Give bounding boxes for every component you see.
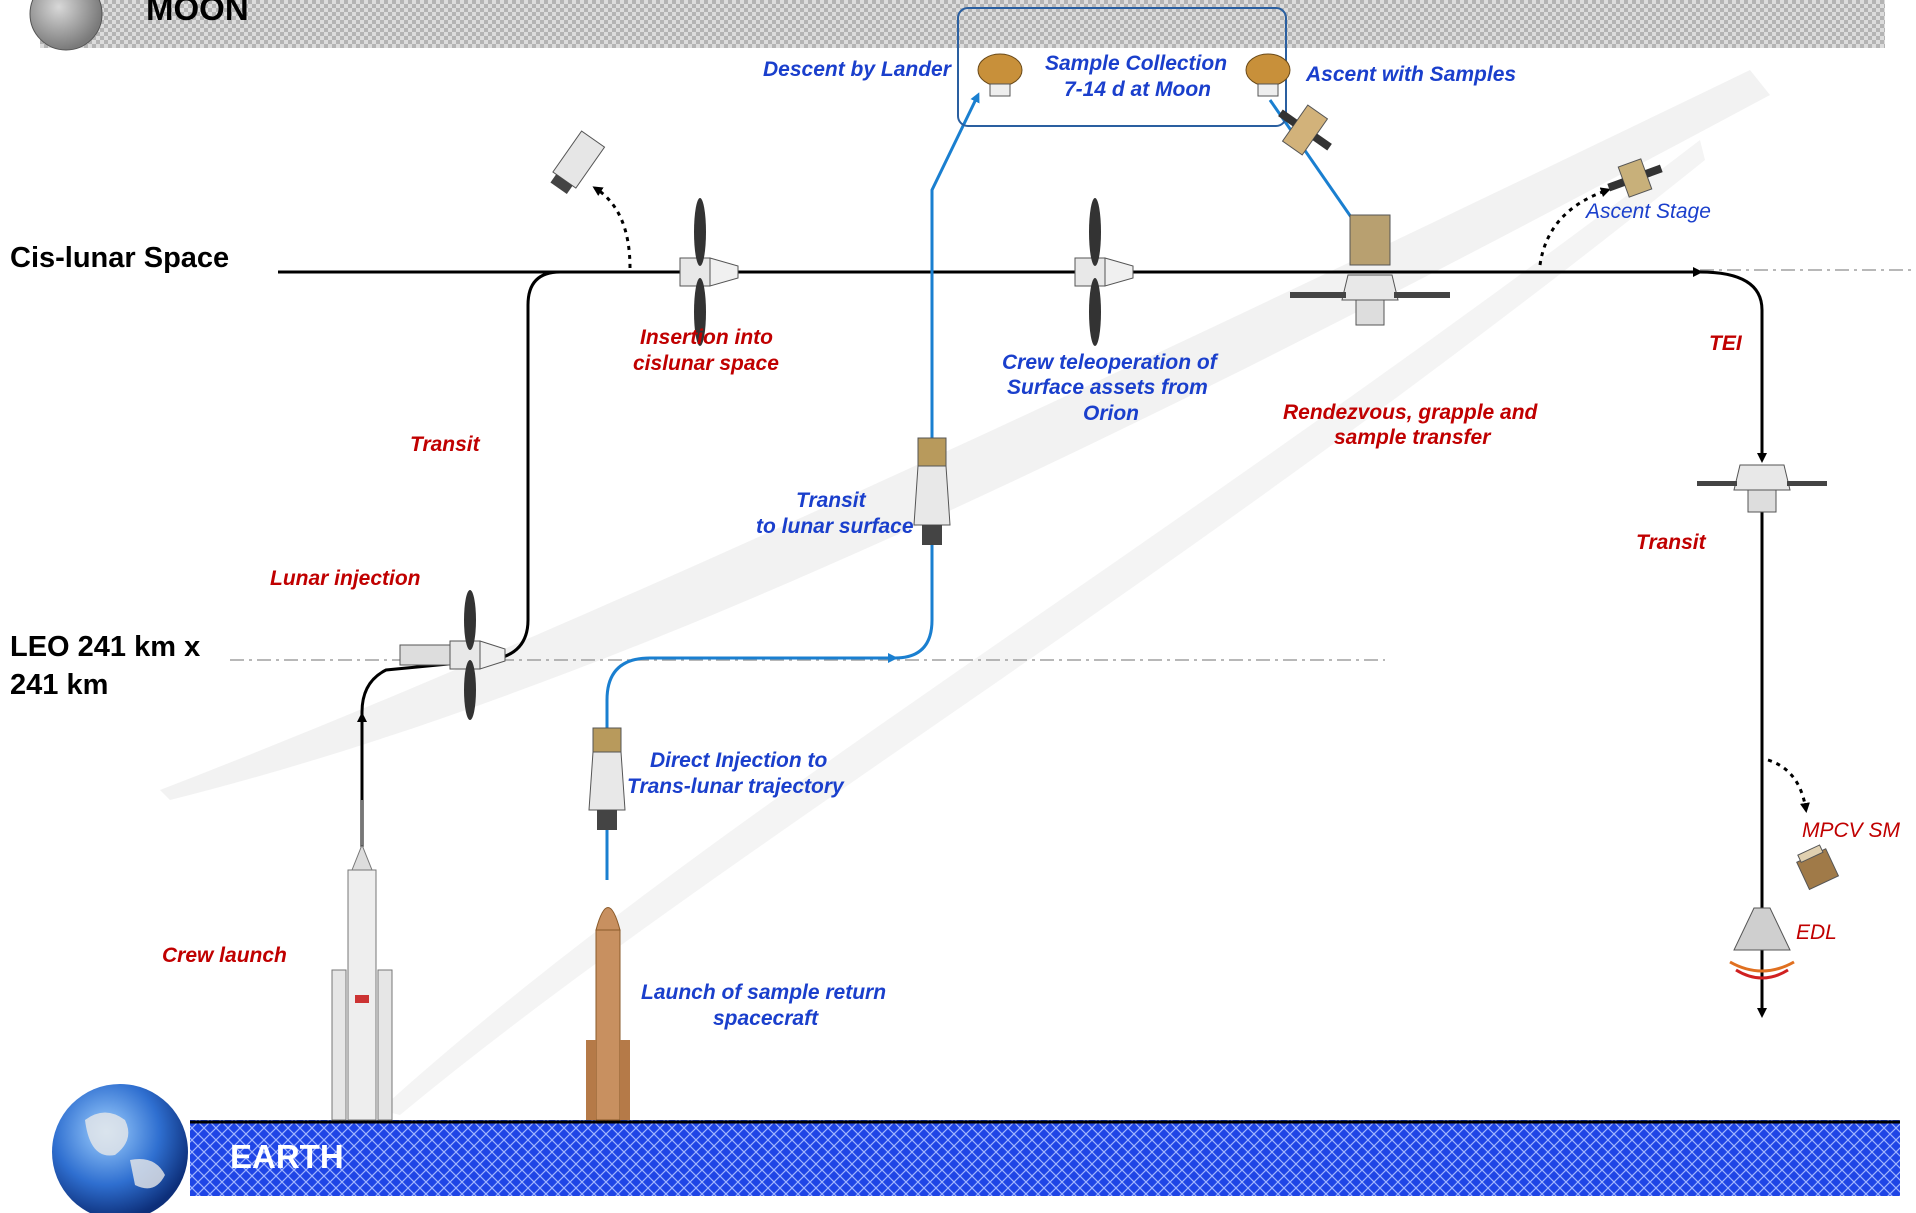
rendezvous-label-line1: Rendezvous, grapple and xyxy=(1283,401,1538,424)
teleop-label-line1: Crew teleoperation of xyxy=(1002,351,1217,374)
earth-label: EARTH xyxy=(230,1138,344,1175)
collection-label-line1: Sample Collection xyxy=(1045,52,1228,75)
lunar-injection-label: Lunar injection xyxy=(270,567,421,590)
sample-rocket-icon xyxy=(586,907,630,1121)
tei-arrow xyxy=(1699,270,1767,463)
leo-level-label-line2: 241 km xyxy=(10,669,109,701)
ascent-stage-icon xyxy=(1607,158,1663,198)
background-swoosh xyxy=(160,70,1770,1115)
orion-rendezvous-icon xyxy=(1290,214,1450,326)
orion-teleop-icon xyxy=(1074,198,1134,346)
direct-injection-label-line2: Trans-lunar trajectory xyxy=(627,775,844,798)
transit-spacecraft-icon xyxy=(913,437,951,545)
sample-injection-path xyxy=(605,653,898,740)
ascent-stage-jettison-arrow xyxy=(1538,187,1611,266)
orion-return-icon xyxy=(1697,464,1827,513)
moon-label: MOON xyxy=(146,0,249,27)
sample-transit-path-2 xyxy=(930,92,980,455)
edl-label: EDL xyxy=(1796,921,1837,944)
moon-icon xyxy=(29,0,103,51)
rendezvous-label-line2: sample transfer xyxy=(1334,426,1491,449)
lander-descent-icon xyxy=(977,53,1023,97)
sm-jettison-arrow xyxy=(1767,758,1810,813)
jettisoned-stage-icon xyxy=(550,130,606,194)
crew-transit-label: Transit xyxy=(410,433,480,456)
sample-launch-label-line2: spacecraft xyxy=(713,1007,819,1030)
moon-band xyxy=(40,0,1885,48)
earth-clouds xyxy=(85,1112,165,1189)
direct-injection-label-line1: Direct Injection to xyxy=(650,749,828,772)
collection-label-line2: 7-14 d at Moon xyxy=(1064,78,1212,101)
orion-insertion-icon xyxy=(679,198,739,346)
sample-transit-label-line2: to lunar surface xyxy=(756,515,914,538)
sls-rocket-icon xyxy=(331,800,393,1121)
jettison-arrow-1 xyxy=(592,186,632,269)
descent-label: Descent by Lander xyxy=(763,58,951,81)
capsule-edl-icon xyxy=(1729,907,1795,980)
sample-launch-label-line1: Launch of sample return xyxy=(641,981,887,1004)
return-transit-label: Transit xyxy=(1636,531,1706,554)
ascent-label: Ascent with Samples xyxy=(1306,63,1517,86)
earth-band xyxy=(190,1120,1900,1196)
tei-label: TEI xyxy=(1709,332,1742,355)
ascent-vehicle-icon xyxy=(1278,104,1332,156)
sample-transit-path-1 xyxy=(894,545,934,660)
teleop-label-line3: Orion xyxy=(1083,402,1139,425)
service-module-icon xyxy=(1796,844,1840,891)
crew-launch-label: Crew launch xyxy=(162,944,287,967)
teleop-label-line2: Surface assets from xyxy=(1007,376,1208,399)
injection-spacecraft-icon xyxy=(588,727,626,830)
mpcv-sm-label: MPCV SM xyxy=(1802,819,1901,842)
insertion-label-line1: Insertion into xyxy=(640,326,773,349)
orion-leo-icon xyxy=(399,590,506,720)
leo-level-label-line1: LEO 241 km x xyxy=(10,631,201,663)
sample-transit-label-line1: Transit xyxy=(796,489,866,512)
lander-ascent-icon xyxy=(1245,53,1291,97)
cislunar-level-label: Cis-lunar Space xyxy=(10,242,230,274)
insertion-label-line2: cislunar space xyxy=(633,352,779,375)
crew-trajectory xyxy=(360,270,1700,1115)
ascent-stage-label: Ascent Stage xyxy=(1586,200,1711,223)
